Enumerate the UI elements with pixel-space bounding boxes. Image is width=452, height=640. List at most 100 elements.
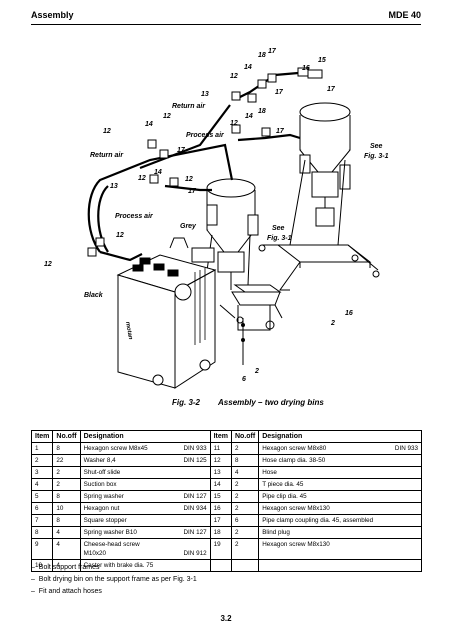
cell-designation: Hexagon screw M8x130 [258, 502, 422, 515]
svg-text:Grey: Grey [180, 223, 197, 230]
right-drying-bin [258, 102, 380, 291]
cell-item: 11 [209, 442, 232, 455]
cell-no-off: 22 [52, 454, 81, 467]
cell-no-off: 4 [230, 466, 260, 479]
cell-designation: T piece dia. 45 [258, 478, 422, 491]
cell-designation: Suction box [79, 478, 211, 491]
figure-number: Fig. 3-2 [172, 398, 201, 407]
designation-text: Cheese-head screw [83, 541, 140, 548]
cell-item: 17 [209, 514, 232, 527]
cell-no-off: 8 [52, 490, 81, 503]
cell-item: 12 [209, 454, 232, 467]
svg-text:12: 12 [44, 261, 52, 268]
table-header-row: Item No.off Designation Item No.off Desi… [30, 430, 422, 443]
designation-text: M10x20 [83, 550, 107, 557]
figure-title: Assembly – two drying bins [218, 398, 324, 407]
cell-item: 16 [209, 502, 232, 515]
left-drying-bin [204, 178, 283, 365]
din-standard: DIN 125 [183, 457, 207, 464]
svg-text:Return air: Return air [90, 152, 124, 159]
parts-table: Item No.off Designation Item No.off Desi… [30, 430, 422, 572]
designation-text: Spring washer B10 [83, 529, 137, 536]
svg-text:18: 18 [258, 52, 266, 59]
designation-text: Hose [262, 469, 277, 476]
din-standard: DIN 934 [183, 505, 207, 512]
svg-text:17: 17 [177, 147, 186, 154]
cell-item: 7 [30, 514, 54, 527]
svg-text:17: 17 [188, 188, 197, 195]
cell-no-off: 2 [52, 478, 81, 491]
svg-text:17: 17 [276, 128, 285, 135]
cell-item: 14 [209, 478, 232, 491]
cell-no-off [230, 559, 260, 572]
cell-item: 13 [209, 466, 232, 479]
col-no-off: No.off [230, 430, 260, 443]
svg-text:12: 12 [138, 175, 146, 182]
designation-text: Hexagon screw M8x130 [262, 541, 330, 548]
cell-item: 2 [30, 454, 54, 467]
cell-item: 4 [30, 478, 54, 491]
svg-text:17: 17 [268, 48, 277, 55]
cell-no-off: 8 [52, 442, 81, 455]
cell-item: 3 [30, 466, 54, 479]
header-section-title: Assembly [31, 10, 74, 20]
svg-text:12: 12 [230, 120, 238, 127]
cell-designation: Washer 8,4 DIN 125 [79, 454, 211, 467]
col-no-off: No.off [52, 430, 81, 443]
din-standard: DIN 912 [183, 550, 207, 557]
designation-text: Hose clamp dia. 38-50 [262, 457, 326, 464]
designation-text: Spring washer [83, 493, 124, 500]
col-item: Item [30, 430, 54, 443]
designation-text: Hexagon screw M8x80 [262, 445, 327, 452]
designation-text: Pipe clamp coupling dia. 45, assembled [262, 517, 374, 524]
svg-text:2: 2 [330, 320, 335, 327]
svg-text:See: See [370, 143, 383, 150]
cell-no-off: 4 [52, 538, 81, 560]
svg-text:17: 17 [275, 89, 284, 96]
cell-item [209, 559, 232, 572]
header-rule [31, 24, 421, 25]
svg-text:12: 12 [163, 113, 171, 120]
svg-text:See: See [272, 225, 285, 232]
svg-text:15: 15 [318, 57, 326, 64]
cell-no-off: 4 [52, 526, 81, 539]
cell-no-off: 8 [52, 514, 81, 527]
svg-text:12: 12 [185, 176, 193, 183]
svg-text:16: 16 [302, 65, 310, 72]
cell-no-off: 2 [230, 538, 260, 560]
designation-text: Washer 8,4 [83, 457, 116, 464]
cell-no-off: 2 [52, 466, 81, 479]
svg-text:12: 12 [230, 73, 238, 80]
svg-text:14: 14 [245, 113, 253, 120]
col-designation: Designation [258, 430, 422, 443]
svg-text:Return air: Return air [172, 103, 206, 110]
cell-no-off: 10 [52, 502, 81, 515]
svg-text:12: 12 [103, 128, 111, 135]
cell-item: 19 [209, 538, 232, 560]
cell-designation: Hose clamp dia. 38-50 [258, 454, 422, 467]
svg-text:17: 17 [327, 86, 336, 93]
cell-designation: Pipe clip dia. 45 [258, 490, 422, 503]
cell-no-off: 6 [230, 514, 260, 527]
cell-no-off: 8 [230, 454, 260, 467]
svg-text:13: 13 [110, 183, 118, 190]
cell-no-off: 2 [230, 526, 260, 539]
svg-text:Fig. 3-1: Fig. 3-1 [267, 235, 292, 242]
figure-caption: Fig. 3-2 Assembly – two drying bins [172, 398, 324, 407]
cell-item: 8 [30, 526, 54, 539]
callouts: Return air Return air Process air Proces… [44, 48, 389, 383]
svg-text:Process air: Process air [115, 213, 154, 220]
cell-item: 1 [30, 442, 54, 455]
dryer-cabinet [116, 237, 217, 389]
